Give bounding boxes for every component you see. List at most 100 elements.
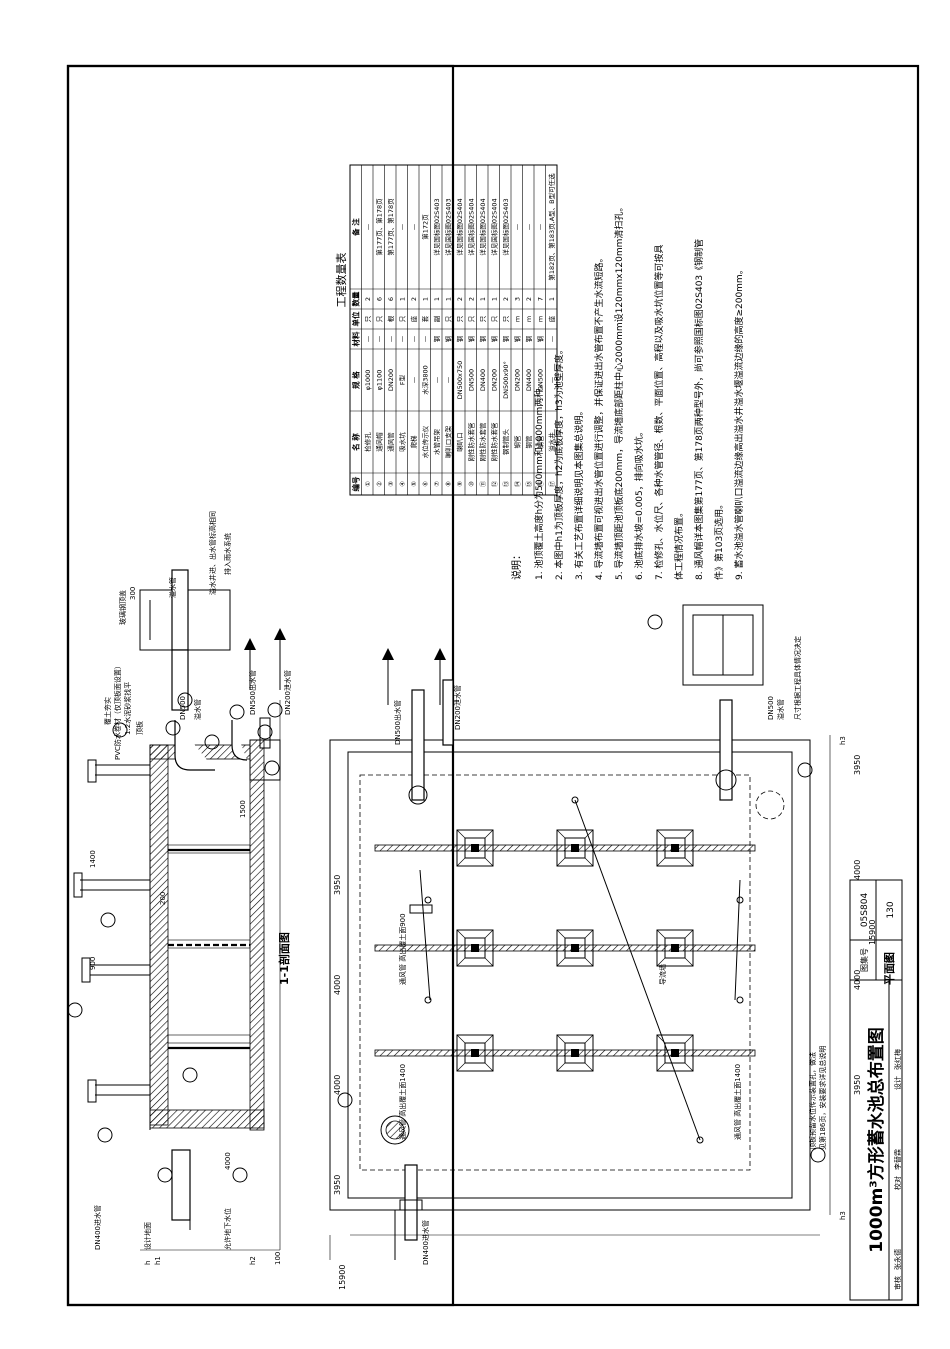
- dim-plan-3950c: 3950: [853, 1075, 862, 1095]
- plan-column-bevel: [456, 929, 466, 939]
- table-cell: 只: [479, 315, 487, 322]
- table-cell: ⑦: [433, 481, 441, 487]
- table-cell: —: [537, 223, 545, 230]
- plan-column-bevel: [684, 1034, 694, 1044]
- plan-column-bevel: [484, 1062, 494, 1072]
- table-cell: —: [364, 335, 372, 342]
- table-cell: 2: [468, 297, 476, 301]
- table-cell: 1: [433, 297, 441, 301]
- table-cell: —: [376, 335, 384, 342]
- drawing-title: 1000m³方形蓄水池总布置图: [866, 1027, 887, 1252]
- table-cell: 详见国标图02S403: [432, 198, 441, 255]
- table-cell: F型: [398, 374, 407, 385]
- table-cell: 钢: [456, 335, 464, 342]
- plan-overflow-well: [682, 604, 764, 686]
- table-cell: DN400: [525, 369, 533, 391]
- plan-column-bevel: [584, 929, 594, 939]
- table-cell: 2: [525, 297, 533, 301]
- table-cell: ⑭: [514, 480, 522, 487]
- table-cell: ⑧: [445, 481, 453, 487]
- plan-outlet-pipe: [411, 689, 425, 801]
- dim-plan-h3-right: h3: [839, 736, 847, 745]
- table-cell: ④: [399, 481, 407, 487]
- table-cell: 详见国标图02S404: [478, 198, 487, 255]
- table-cell: 钢: [502, 335, 510, 342]
- table-cell: φ1100: [376, 370, 384, 391]
- dim-section-h2: h2: [249, 1256, 257, 1265]
- label-glass-cover: 玻璃钢顶盖: [118, 590, 127, 625]
- dim-200: 200: [159, 892, 167, 905]
- label-groundwater: 允许地下水位: [223, 1208, 232, 1250]
- plan-column-core: [471, 844, 479, 852]
- plan-column-footing: [456, 929, 494, 967]
- plan-column-cap: [664, 937, 686, 959]
- label-dn400-in: DN400进水管: [93, 1205, 102, 1250]
- label-guide-wall: 导流墙: [658, 964, 667, 985]
- notes-heading: 说明：: [510, 550, 523, 580]
- plan-column-bevel: [556, 929, 566, 939]
- table-cell: 根: [386, 315, 395, 322]
- plan-vent-marker: [424, 896, 432, 904]
- table-cell: 钢: [445, 335, 453, 342]
- plan-column-bevel: [584, 1062, 594, 1072]
- table-cell: 只: [456, 315, 464, 322]
- plan-column-bevel: [456, 857, 466, 867]
- table-cell: 1: [445, 297, 453, 301]
- table-cell: 第182页、第183页,A型、B型可任选: [547, 173, 556, 281]
- table-cell: 7: [537, 297, 545, 301]
- label-overflow-pipe-2: 溢水管: [168, 577, 177, 598]
- table-cell: 钢: [537, 335, 545, 342]
- table-header-cell: 备 注: [351, 218, 361, 237]
- dim-section-h1: h1: [154, 1256, 162, 1265]
- table-cell: 钢: [468, 335, 476, 342]
- plan-column-bevel: [684, 1062, 694, 1072]
- dim-plan-4000d: 4000: [853, 860, 862, 880]
- table-cell: ⑨: [456, 481, 464, 487]
- label-overflow-pipe: 溢水管: [193, 699, 202, 720]
- table-cell: 钢: [514, 335, 522, 342]
- table-cell: m: [537, 316, 545, 322]
- table-cell: 2: [456, 297, 464, 301]
- plan-column-bevel: [584, 857, 594, 867]
- table-cell: —: [387, 335, 395, 342]
- table-cell: 钢: [491, 335, 499, 342]
- table-cell: 爬梯: [409, 435, 418, 449]
- dim-plan-15900-left: 15900: [338, 1265, 347, 1290]
- table-cell: 只: [502, 315, 510, 322]
- plan-column-footing: [556, 929, 594, 967]
- plan-column-cap: [464, 1042, 486, 1064]
- table-cell: DN200: [491, 369, 499, 391]
- dim-plan-4000c: 4000: [853, 970, 862, 990]
- table-cell: —: [525, 223, 533, 230]
- table-cell: 钢: [433, 335, 441, 342]
- plan-column-bevel: [484, 957, 494, 967]
- dim-section-100: 100: [274, 1252, 282, 1265]
- table-cell: 钢管: [513, 435, 522, 449]
- table-cell: 刚性防水套管: [467, 422, 476, 462]
- table-cell: 水深3800: [421, 365, 430, 395]
- note-1: 1. 池顶覆土高度h分为500mm和1000mm两种。: [533, 380, 545, 580]
- atlas-label: 图集号: [859, 948, 869, 972]
- table-cell: —: [445, 376, 453, 383]
- plan-column-cap: [564, 837, 586, 859]
- table-cell: ⑬: [502, 480, 510, 487]
- table-cell: 第177页、第178页: [375, 198, 384, 256]
- table-cell: 1: [479, 297, 487, 301]
- review-label: 审核: [893, 1276, 902, 1290]
- table-cell: 钢管: [524, 435, 533, 449]
- plan-column-bevel: [484, 829, 494, 839]
- label-cover-soil: 覆土夯实: [103, 697, 112, 725]
- table-cell: —: [399, 223, 407, 230]
- note-9: 9. 蓄水池溢水管喇叭口溢流边缘高出溢水井溢水堰溢流边缘的高度≥200mm。: [733, 265, 745, 580]
- plan-inlet-pipe: [404, 1164, 418, 1241]
- table-cell: 刚性防水套管: [490, 422, 499, 462]
- dim-plan-3950b: 3950: [333, 875, 342, 895]
- table-cell: —: [422, 335, 430, 342]
- table-cell: DN500: [537, 369, 545, 391]
- label-vent-900: 通风管 高出覆土面900: [398, 913, 407, 985]
- plan-title: 平面图: [883, 952, 896, 985]
- dim-plan-3950a: 3950: [333, 1175, 342, 1195]
- table-cell: ⑪: [479, 480, 487, 487]
- table-header-cell: 材料: [351, 331, 361, 346]
